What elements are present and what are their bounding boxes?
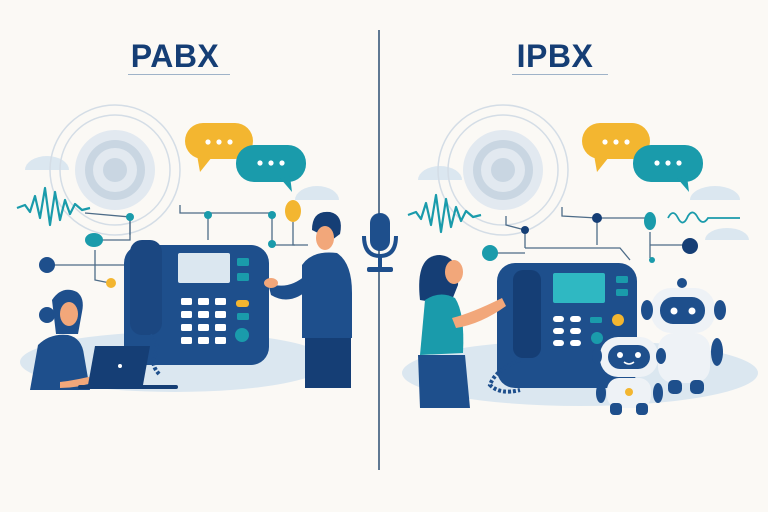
person-woman [418, 255, 506, 408]
speech-bubble-icon [185, 123, 253, 172]
speech-bubble-icon [582, 123, 650, 172]
pabx-title: PABX [130, 38, 220, 74]
concentric-rings-icon [49, 104, 181, 236]
robot-icon [641, 278, 726, 394]
person-man-standing [264, 211, 352, 388]
concentric-rings-icon [437, 104, 569, 236]
laptop-icon [78, 346, 178, 389]
ipbx-title: IPBX [516, 38, 594, 74]
sound-wave-icon [407, 193, 482, 234]
person-woman-laptop [30, 289, 178, 390]
speech-bubble-icon [633, 145, 703, 192]
ipbx-title-underline [512, 74, 608, 75]
pabx-title-underline [128, 74, 230, 75]
sound-wave-icon [16, 186, 91, 227]
speech-bubble-icon [236, 145, 306, 192]
pabx-scene [16, 104, 352, 392]
ipbx-scene [402, 104, 758, 415]
desk-phone-icon [124, 240, 269, 377]
microphone-icon [362, 213, 398, 272]
robot-icon [592, 337, 666, 415]
